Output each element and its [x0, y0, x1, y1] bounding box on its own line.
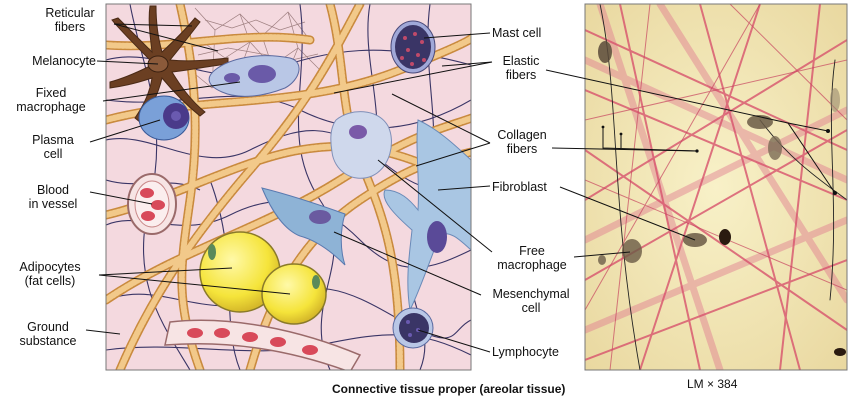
leader-blood-vessel	[89, 191, 153, 205]
leader-ground-substance	[85, 329, 121, 335]
label-melanocyte: Melanocyte	[32, 54, 96, 68]
label-mast-cell: Mast cell	[492, 26, 542, 40]
lymphocyte	[392, 307, 434, 349]
leader-adipocyte-1	[98, 267, 233, 276]
label-adipocytes: Adipocytes (fat cells)	[19, 260, 81, 288]
leader-micro-collagen-bracket-1	[602, 127, 698, 152]
areolar-tissue-illustration	[106, 4, 471, 370]
mast-cell	[390, 20, 436, 74]
capillary	[164, 319, 362, 370]
leader-fibroblast	[437, 185, 491, 191]
leader-fixed-macrophage	[102, 81, 241, 102]
leader-dots	[601, 125, 837, 195]
mesenchymal-cell	[261, 187, 346, 266]
label-ground-substance: Ground substance	[19, 320, 77, 348]
leader-melanocyte	[96, 60, 159, 65]
leader-mesenchymal	[333, 231, 482, 296]
leader-collagen-1	[391, 93, 491, 144]
free-macrophage	[330, 111, 392, 179]
label-collagen-fibers: Collagen fibers	[497, 128, 547, 156]
label-fixed-macrophage: Fixed macrophage	[16, 86, 86, 114]
leader-reticular-1	[113, 23, 193, 27]
leader-adipocyte-2	[98, 274, 291, 295]
label-mesenchymal-cell: Mesenchymal cell	[492, 287, 570, 315]
label-elastic-fibers: Elastic fibers	[502, 54, 540, 82]
leader-plasma-cell	[89, 119, 161, 143]
leader-micro-free-macrophage	[573, 251, 631, 258]
fixed-macrophage	[208, 55, 300, 97]
leader-lymphocyte	[417, 329, 491, 353]
leader-collagen-2	[415, 142, 491, 167]
label-blood-in-vessel: Blood in vessel	[28, 183, 78, 211]
leader-elastic-1	[441, 61, 493, 67]
label-fibroblast: Fibroblast	[492, 180, 547, 194]
leader-mast-cell	[423, 32, 491, 39]
leader-lines	[85, 23, 836, 353]
leader-reticular-2	[113, 23, 219, 52]
light-micrograph	[585, 4, 847, 370]
caption-main: Connective tissue proper (areolar tissue…	[332, 382, 566, 396]
label-reticular-fibers: Reticular fibers	[45, 6, 95, 34]
leader-micro-fibroblast	[559, 186, 696, 241]
micrograph-frame	[584, 3, 848, 371]
leader-elastic-2	[333, 61, 493, 94]
caption-magnification: LM × 384	[687, 377, 738, 391]
label-plasma-cell: Plasma cell	[32, 133, 74, 161]
plasma-cell	[138, 95, 190, 141]
label-free-macrophage: Free macrophage	[497, 244, 567, 272]
label-lymphocyte: Lymphocyte	[492, 345, 559, 359]
leader-free-macrophage	[377, 159, 493, 253]
adipocytes	[199, 231, 327, 325]
leader-micro-elastic-2	[787, 122, 836, 194]
